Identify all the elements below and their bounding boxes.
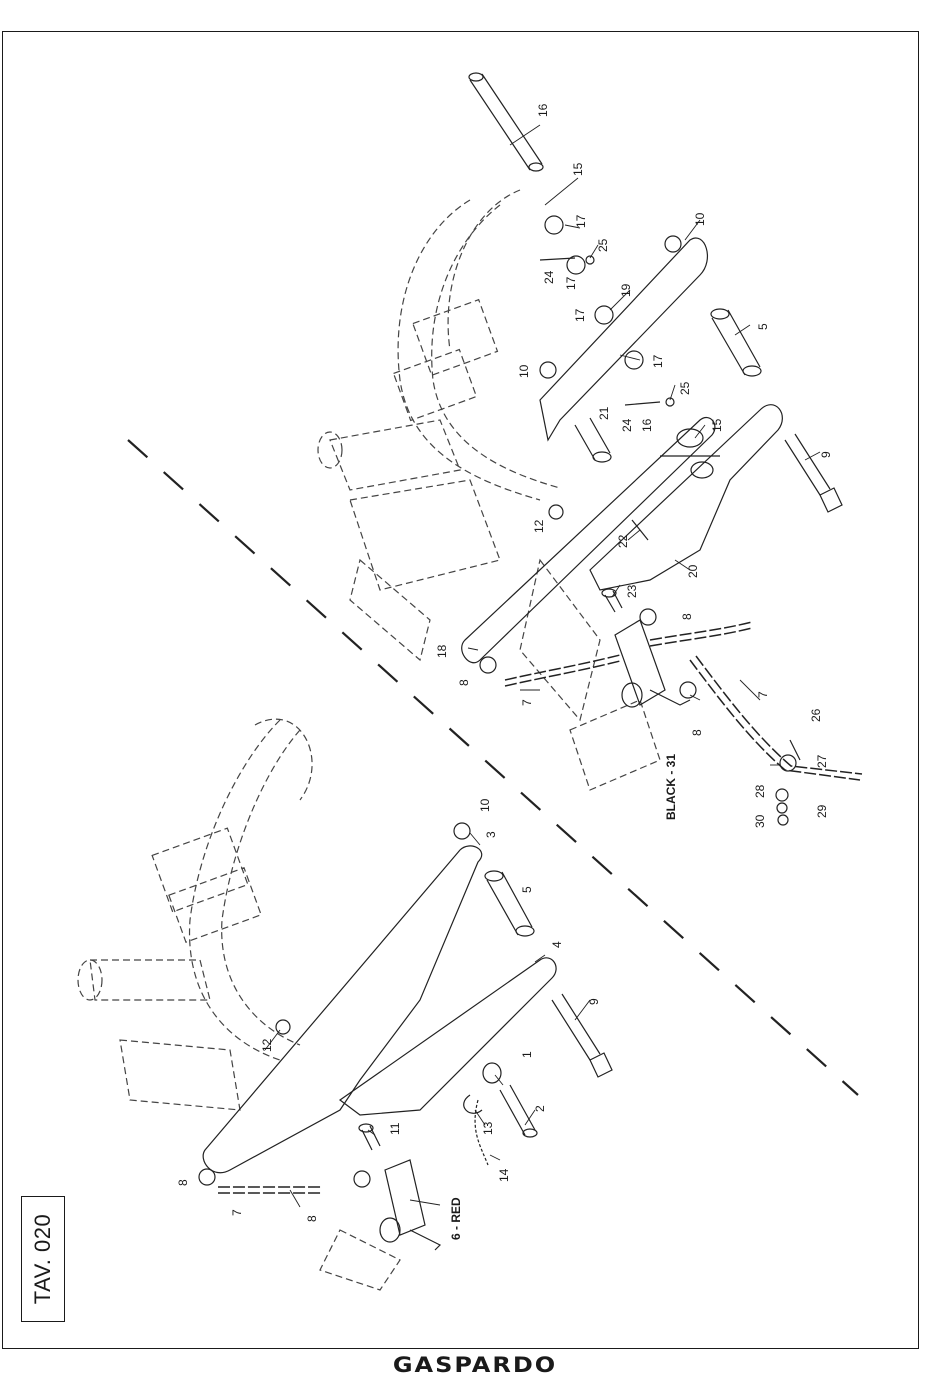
callout-29: 29 [815, 804, 829, 818]
callout-24-b: 24 [620, 418, 634, 432]
callout-16-b: 16 [640, 418, 654, 432]
callout-25-b: 25 [678, 381, 692, 395]
upper-chain-7-a [505, 655, 620, 686]
callout-24-a: 24 [542, 270, 556, 284]
lower-lynch-pin-13 [464, 1095, 482, 1113]
callout-8-d: 8 [176, 1179, 190, 1186]
table-code-box: TAV. 020 [21, 1196, 65, 1322]
callout-15-b: 15 [710, 418, 724, 432]
upper-washer-29 [777, 803, 787, 813]
upper-tractor-frame-outline [318, 190, 660, 790]
callout-20: 20 [686, 564, 700, 578]
callout-14: 14 [497, 1168, 511, 1182]
upper-bolt-26 [790, 740, 800, 760]
callout-12-b: 12 [260, 1038, 274, 1052]
brand-logo: GASPARDO [0, 1352, 950, 1377]
callout-8-b: 8 [457, 679, 471, 686]
upper-chain-7-b [650, 622, 752, 646]
callout-8-a: 8 [680, 613, 694, 620]
upper-bushing-17-a [545, 216, 563, 234]
lower-nut-10 [454, 823, 470, 839]
upper-chain-7-c [690, 656, 862, 780]
upper-bolt-9 [785, 434, 842, 512]
lower-shackle-8-b [354, 1171, 370, 1187]
callout-9-a: 9 [819, 451, 833, 458]
upper-nut-10-b [540, 362, 556, 378]
upper-shackle-8-c [680, 682, 696, 698]
callout-26: 26 [809, 708, 823, 722]
upper-bushing-5 [711, 309, 761, 376]
callout-5-a: 5 [756, 323, 770, 330]
lower-bracket-3 [203, 846, 482, 1173]
lower-tractor-frame-outline [78, 719, 400, 1290]
callout-10-b: 10 [517, 364, 531, 378]
callout-25-a: 25 [596, 238, 610, 252]
lower-bracket-4 [340, 958, 556, 1115]
lower-bolt-9 [552, 994, 612, 1077]
callout-7-b: 7 [756, 691, 770, 698]
callout-17-b: 17 [564, 276, 578, 290]
upper-bracket-19 [540, 238, 707, 440]
callout-12-a: 12 [532, 519, 546, 533]
upper-nut-10-a [665, 236, 681, 252]
callout-1: 1 [520, 1051, 534, 1058]
callout-17-a: 17 [574, 214, 588, 228]
upper-nut-30 [778, 815, 788, 825]
upper-pin-24-b [625, 402, 660, 405]
callout-16-a: 16 [536, 103, 550, 117]
upper-shackle-8-a [480, 657, 496, 673]
upper-bolt-23 [602, 589, 622, 612]
callout-9-b: 9 [587, 998, 601, 1005]
upper-bushing-17-d [625, 351, 643, 369]
callout-2: 2 [533, 1105, 547, 1112]
upper-spacer-21 [575, 418, 611, 462]
callout-7-c: 7 [230, 1209, 244, 1216]
table-code: TAV. 020 [30, 1214, 56, 1304]
callout-23: 23 [625, 584, 639, 598]
section-divider-line [128, 440, 858, 1095]
upper-pin-16 [469, 73, 543, 171]
callout-4: 4 [550, 941, 564, 948]
callout-19: 19 [619, 283, 633, 297]
callout-10-a: 10 [693, 212, 707, 226]
upper-washer-28 [776, 789, 788, 801]
lower-chain-7 [218, 1187, 322, 1193]
callout-28: 28 [753, 784, 767, 798]
callout-13: 13 [481, 1121, 495, 1135]
callout-8-e: 8 [305, 1215, 319, 1222]
upper-arm-18 [462, 418, 715, 663]
black-color-note: BLACK - 31 [664, 754, 678, 820]
callout-5-b: 5 [520, 886, 534, 893]
callout-17-d: 17 [651, 354, 665, 368]
callout-21: 21 [597, 406, 611, 420]
callout-18: 18 [435, 644, 449, 658]
lower-hitch-6 [380, 1160, 440, 1250]
callout-22: 22 [616, 534, 630, 548]
callout-17-c: 17 [573, 308, 587, 322]
lower-bushing-1 [483, 1063, 501, 1083]
lower-pin-2 [500, 1085, 537, 1137]
upper-shackle-8-b [640, 609, 656, 625]
callout-27: 27 [815, 754, 829, 768]
upper-nut-12 [549, 505, 563, 519]
upper-bushing-17-c [595, 306, 613, 324]
callout-11: 11 [388, 1122, 402, 1135]
callout-8-c: 8 [690, 729, 704, 736]
upper-hitch-31 [615, 620, 690, 707]
lower-bolt-11 [359, 1124, 380, 1150]
callout-leader-lines [265, 125, 820, 1207]
callout-10-c: 10 [478, 798, 492, 812]
callout-7-a: 7 [520, 699, 534, 706]
callout-15-a: 15 [571, 162, 585, 176]
callout-30: 30 [753, 814, 767, 828]
red-color-note: 6 - RED [449, 1197, 463, 1240]
callout-3: 3 [484, 831, 498, 838]
callout-labels: 16 15 17 24 17 25 10 19 17 5 10 17 25 21… [176, 103, 833, 1240]
lower-shackle-8-a [199, 1169, 215, 1185]
lower-bushing-5 [485, 871, 534, 936]
